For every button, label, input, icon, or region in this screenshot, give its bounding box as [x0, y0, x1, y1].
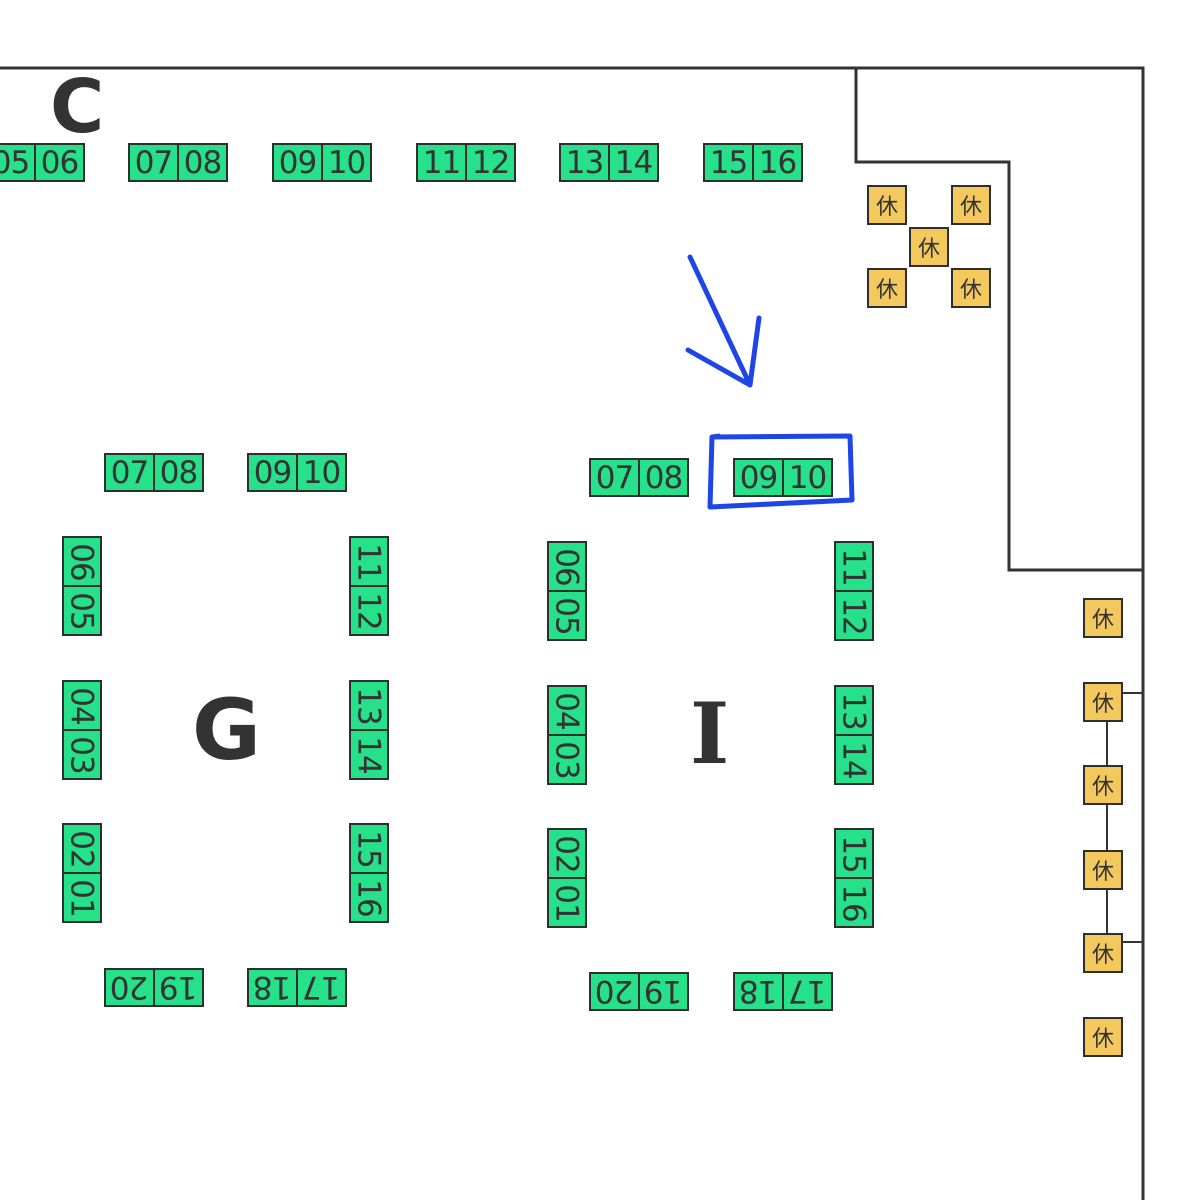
- booth-g-19-20[interactable]: 19 20: [104, 968, 204, 1007]
- rest-area-icon[interactable]: 休: [951, 185, 991, 225]
- highlight-box: [707, 433, 855, 510]
- inner-room-wall: [854, 68, 1143, 572]
- booth-number: 07: [595, 459, 634, 496]
- booth-c-13-14[interactable]: 13 14: [559, 143, 659, 182]
- booth-number: 04: [549, 691, 586, 730]
- booth-i-17-18[interactable]: 17 18: [733, 972, 833, 1011]
- booth-g-17-18[interactable]: 17 18: [247, 968, 347, 1007]
- booth-number: 09: [253, 454, 292, 491]
- rest-area-icon[interactable]: 休: [1083, 850, 1123, 890]
- booth-g-01-02[interactable]: 02 01: [62, 823, 102, 923]
- booth-number: 08: [177, 145, 226, 181]
- booth-number: 02: [549, 834, 586, 873]
- booth-number: 13: [836, 691, 873, 730]
- booth-g-15-16[interactable]: 15 16: [349, 823, 389, 923]
- booth-g-05-06[interactable]: 06 05: [62, 536, 102, 636]
- booth-number: 10: [296, 455, 345, 491]
- booth-number: 03: [64, 729, 100, 778]
- booth-number: 14: [836, 734, 872, 783]
- booth-number: 16: [351, 872, 387, 921]
- rest-area-icon[interactable]: 休: [867, 268, 907, 308]
- booth-i-09-10[interactable]: 09 10: [733, 458, 833, 497]
- hall-label-i: I: [690, 684, 730, 783]
- booth-i-05-06[interactable]: 06 05: [547, 541, 587, 641]
- booth-number: 15: [709, 144, 748, 181]
- booth-number: 14: [608, 145, 657, 181]
- booth-number: 04: [64, 686, 101, 725]
- booth-c-11-12[interactable]: 11 12: [416, 143, 516, 182]
- booth-number: 07: [134, 144, 173, 181]
- booth-i-13-14[interactable]: 13 14: [834, 685, 874, 785]
- booth-number: 08: [638, 460, 687, 496]
- top-wall: [0, 66, 1145, 1200]
- rest-area-icon[interactable]: 休: [951, 268, 991, 308]
- booth-number: 11: [836, 547, 873, 586]
- booth-i-19-20[interactable]: 19 20: [589, 972, 689, 1011]
- booth-number: 16: [752, 145, 801, 181]
- rest-area-icon[interactable]: 休: [867, 185, 907, 225]
- booth-number: 09: [739, 459, 778, 496]
- booth-number: 11: [351, 542, 388, 581]
- booth-number: 01: [549, 877, 585, 926]
- rest-area-icon[interactable]: 休: [1083, 765, 1123, 805]
- booth-g-11-12[interactable]: 11 12: [349, 536, 389, 636]
- booth-g-13-14[interactable]: 13 14: [349, 680, 389, 780]
- booth-number: 08: [153, 455, 202, 491]
- booth-number: 16: [836, 877, 872, 926]
- booth-c-05-06[interactable]: 05 06: [0, 143, 85, 182]
- booth-number: 06: [34, 145, 83, 181]
- booth-number: 15: [351, 829, 388, 868]
- rest-area-icon[interactable]: 休: [1083, 598, 1123, 638]
- rest-area-icon[interactable]: 休: [1083, 933, 1123, 973]
- booth-g-09-10[interactable]: 09 10: [247, 453, 347, 492]
- booth-number: 17: [302, 969, 341, 1006]
- booth-number: 13: [351, 686, 388, 725]
- booth-g-03-04[interactable]: 04 03: [62, 680, 102, 780]
- rest-area-icon[interactable]: 休: [1083, 682, 1123, 722]
- rest-area-icon[interactable]: 休: [1083, 1017, 1123, 1057]
- booth-number: 10: [321, 145, 370, 181]
- booth-number: 06: [64, 542, 101, 581]
- booth-number: 15: [836, 834, 873, 873]
- booth-number: 14: [351, 729, 387, 778]
- booth-number: 10: [782, 460, 831, 496]
- booth-number: 12: [836, 590, 872, 639]
- booth-number: 19: [644, 973, 683, 1010]
- booth-number: 05: [64, 585, 100, 634]
- hall-label-g: G: [192, 681, 261, 779]
- booth-number: 12: [465, 145, 514, 181]
- booth-number: 05: [549, 590, 585, 639]
- booth-number: 12: [351, 585, 387, 634]
- booth-number: 19: [159, 969, 198, 1006]
- booth-number: 09: [278, 144, 317, 181]
- hall-label-c: C: [50, 64, 105, 150]
- booth-c-07-08[interactable]: 07 08: [128, 143, 228, 182]
- booth-number: 07: [110, 454, 149, 491]
- booth-number: 06: [549, 547, 586, 586]
- rest-area-icon[interactable]: 休: [909, 227, 949, 267]
- booth-i-11-12[interactable]: 11 12: [834, 541, 874, 641]
- booth-number: 05: [0, 144, 30, 181]
- booth-i-07-08[interactable]: 07 08: [589, 458, 689, 497]
- booth-i-01-02[interactable]: 02 01: [547, 828, 587, 928]
- booth-number: 18: [249, 970, 298, 1006]
- highlight-arrow: [685, 254, 762, 388]
- booth-c-15-16[interactable]: 15 16: [703, 143, 803, 182]
- booth-g-07-08[interactable]: 07 08: [104, 453, 204, 492]
- booth-number: 01: [64, 872, 100, 921]
- booth-number: 03: [549, 734, 585, 783]
- booth-number: 20: [591, 974, 640, 1010]
- booth-number: 18: [735, 974, 784, 1010]
- booth-number: 20: [106, 970, 155, 1006]
- booth-number: 02: [64, 829, 101, 868]
- booth-i-15-16[interactable]: 15 16: [834, 828, 874, 928]
- booth-number: 11: [422, 144, 461, 181]
- booth-c-09-10[interactable]: 09 10: [272, 143, 372, 182]
- booth-number: 17: [788, 973, 827, 1010]
- booth-number: 13: [565, 144, 604, 181]
- booth-i-03-04[interactable]: 04 03: [547, 685, 587, 785]
